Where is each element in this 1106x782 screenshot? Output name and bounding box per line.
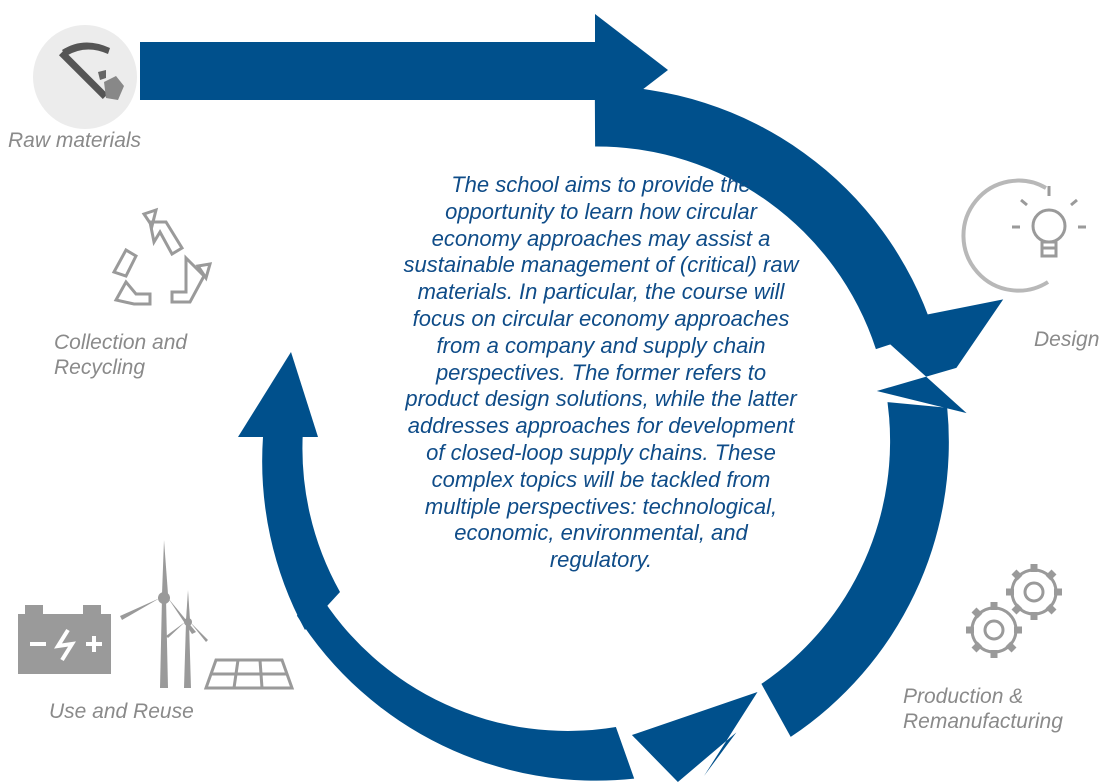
- description-line: multiple perspectives: technological,: [424, 493, 778, 519]
- arrowhead-production: [631, 692, 758, 782]
- arrowhead-design: [869, 299, 1004, 414]
- arc-use-to-collection: [262, 430, 340, 630]
- label-raw-materials: Raw materials: [8, 129, 142, 152]
- label-collection-recycling: Collection and Recycling: [54, 330, 187, 380]
- description-line: The school aims to provide the: [451, 172, 751, 197]
- label-production: Production & Remanufacturing: [903, 684, 1063, 734]
- arc-top-to-design: [594, 85, 934, 350]
- description-line: product design solutions, while the latt…: [405, 386, 797, 412]
- description-text: The school aims to provide the opportuni…: [355, 172, 847, 574]
- label-production-line2: Remanufacturing: [903, 710, 1063, 733]
- raw-materials-icon-group: [33, 25, 137, 129]
- entry-arrow: [140, 14, 668, 126]
- description-line: economy approaches may assist a: [431, 225, 771, 251]
- description-line: focus on circular economy approaches: [412, 305, 790, 331]
- gears-icon: [966, 564, 1062, 658]
- description-line: perspectives. The former refers to: [435, 359, 767, 385]
- label-design: Design: [1034, 328, 1100, 351]
- description-line: materials. In particular, the course wil…: [417, 279, 785, 305]
- battery-icon: [18, 605, 111, 674]
- description-line: from a company and supply chain: [436, 332, 766, 358]
- lightbulb-icon: [961, 178, 1086, 293]
- label-collection-line1: Collection and: [54, 331, 188, 354]
- description-line: regulatory.: [549, 547, 653, 573]
- description-line: opportunity to learn how circular: [445, 198, 757, 224]
- solar-panel-icon: [203, 658, 295, 690]
- arc-production-to-use: [296, 590, 635, 781]
- wind-turbine-icon: [120, 540, 208, 688]
- label-use-reuse: Use and Reuse: [49, 700, 194, 723]
- description-line: complex topics will be tackled from: [431, 466, 771, 492]
- description-line: economic, environmental, and: [454, 520, 748, 546]
- label-production-line1: Production &: [903, 685, 1024, 708]
- label-collection-line2: Recycling: [54, 356, 146, 379]
- arc-design-to-production: [761, 402, 949, 737]
- description-line: of closed-loop supply chains. These: [426, 439, 776, 465]
- description-line: addresses approaches for development: [407, 413, 795, 439]
- pickaxe-icon: [58, 42, 124, 100]
- cycle-ring: [238, 85, 1004, 782]
- description-line: sustainable management of (critical) raw: [403, 252, 799, 278]
- recycle-icon: [111, 207, 213, 306]
- arrowhead-collection: [238, 352, 318, 437]
